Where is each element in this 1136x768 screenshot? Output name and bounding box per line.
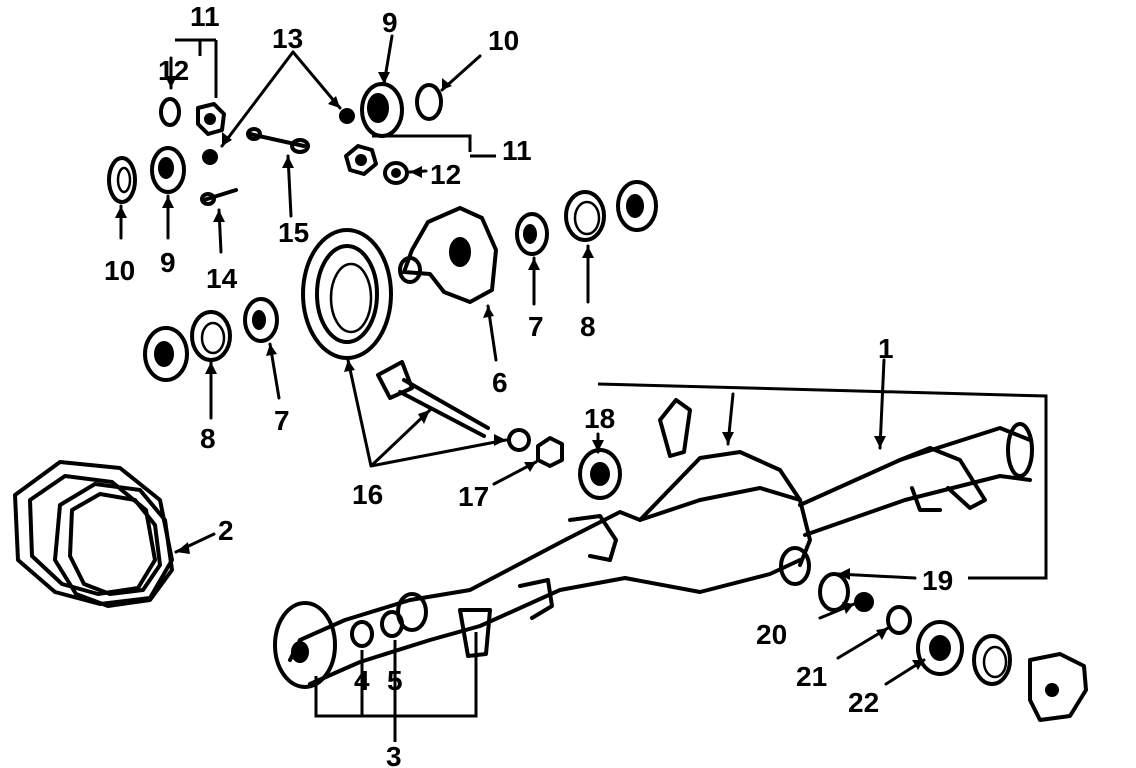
part-shaft-bearing-5 xyxy=(380,592,428,638)
part-shim-left xyxy=(143,326,189,382)
part-bearing-22 xyxy=(916,620,964,676)
callout-2: 2 xyxy=(218,515,234,546)
part-seal-left xyxy=(107,156,137,204)
callout-12-left: 12 xyxy=(158,55,189,86)
callout-1: 1 xyxy=(878,333,894,364)
callout-5: 5 xyxy=(387,665,403,696)
part-shaft-15 xyxy=(246,127,310,154)
callout-12-right: 12 xyxy=(430,159,461,190)
arrowheads xyxy=(115,72,924,670)
part-shim-right xyxy=(616,180,658,232)
part-yoke-right xyxy=(1028,652,1088,722)
callout-9-upper: 9 xyxy=(382,7,398,38)
callout-13: 13 xyxy=(272,23,303,54)
callout-7-right: 7 xyxy=(528,311,544,342)
callout-9-left: 9 xyxy=(160,247,176,278)
callout-11-right: 11 xyxy=(502,135,532,166)
callout-7-left: 7 xyxy=(274,405,290,436)
part-cover-gasket xyxy=(13,460,174,608)
callout-labels: 1 2 3 4 5 6 7 7 8 8 9 9 10 10 11 11 12 1… xyxy=(104,1,953,768)
callout-22: 22 xyxy=(848,687,879,718)
part-bearing-7-left xyxy=(243,297,279,343)
part-pin-14 xyxy=(200,188,238,206)
part-race-8-left xyxy=(190,310,232,362)
part-seal-20 xyxy=(818,572,874,612)
part-nut-left xyxy=(196,102,226,136)
part-bearing-21 xyxy=(886,605,912,635)
part-seal-upper xyxy=(415,83,443,121)
part-washer-upper xyxy=(383,161,409,185)
callout-16: 16 xyxy=(352,479,383,510)
callout-10-upper: 10 xyxy=(488,25,519,56)
part-shaft-seal-4 xyxy=(350,620,374,648)
part-nut-upper xyxy=(344,144,378,176)
leader-lines xyxy=(119,34,1048,742)
callout-6: 6 xyxy=(492,367,508,398)
part-pinion-gear xyxy=(376,360,490,438)
part-pinion-seal-small xyxy=(507,428,531,452)
part-cup-right xyxy=(972,634,1012,686)
callout-11-left: 11 xyxy=(190,1,220,32)
callout-14: 14 xyxy=(206,263,238,294)
callout-10-left: 10 xyxy=(104,255,135,286)
part-backing-plate xyxy=(273,601,337,689)
callout-17: 17 xyxy=(458,481,489,512)
part-small-nut-13-right xyxy=(339,108,355,124)
part-bearing-left xyxy=(150,146,186,194)
part-race-8-right xyxy=(564,190,606,242)
callout-15: 15 xyxy=(278,217,309,248)
callout-4: 4 xyxy=(354,665,370,696)
callout-20: 20 xyxy=(756,619,787,650)
callout-3: 3 xyxy=(386,741,402,768)
part-pinion-nut xyxy=(536,436,564,468)
part-pinion-flange xyxy=(578,448,622,500)
callout-19: 19 xyxy=(922,565,953,596)
part-bearing-7-right xyxy=(515,212,549,256)
part-small-nut-13 xyxy=(202,149,218,165)
part-washer-left xyxy=(159,97,181,127)
callout-8-left: 8 xyxy=(200,423,216,454)
callout-8-right: 8 xyxy=(580,311,596,342)
part-ring-gear xyxy=(301,228,393,360)
part-bearing-upper xyxy=(360,82,404,138)
part-axle-housing xyxy=(288,398,1034,686)
callout-18: 18 xyxy=(584,403,615,434)
part-differential-case xyxy=(398,206,498,304)
callout-21: 21 xyxy=(796,661,827,692)
